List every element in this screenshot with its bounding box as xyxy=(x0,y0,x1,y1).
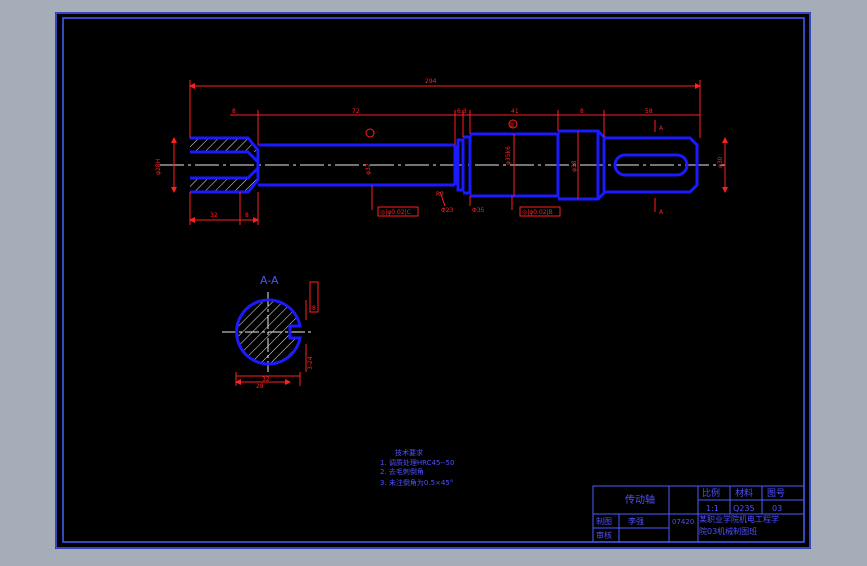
title-block: 传动轴 比例 材料 图号 1:1 Q235 03 制图 李强 审核 07420 … xyxy=(592,485,805,543)
checked-label: 审核 xyxy=(596,530,612,540)
dim-middle-diameter: φ35k6 xyxy=(505,146,512,165)
tolerance-frame-1: ◎|φ0.02|C xyxy=(380,209,411,216)
dim-middle: 41 xyxy=(511,108,519,115)
material-value: Q235 xyxy=(733,504,755,513)
dim-shaft-diameter: φ32 xyxy=(365,163,372,175)
dim-collar: 6.3 xyxy=(457,108,467,115)
section-key-width: 8 xyxy=(312,305,316,312)
bore-hatch-bottom xyxy=(190,178,258,192)
school-line-2: 院03机械制图班 xyxy=(699,526,757,536)
paper xyxy=(55,12,811,549)
shaft-main-view xyxy=(160,129,725,201)
section-view-a-a: A-A 8 32 28 3-24 xyxy=(222,274,319,390)
notes-line-3: 3. 未注倒角为0.5×45° xyxy=(380,478,453,487)
technical-notes: 技术要求 1. 调质处理HRC45--50 2. 去毛刺倒角 3. 未注倒角为0… xyxy=(380,448,454,487)
outer-frame xyxy=(55,12,811,549)
dimensions xyxy=(171,80,728,225)
bore-hatch-top xyxy=(190,138,258,152)
section-title: A-A xyxy=(260,274,279,287)
section-width-1: 32 xyxy=(262,376,270,383)
scale-label: 比例 xyxy=(702,487,720,499)
part-name: 传动轴 xyxy=(625,493,655,506)
drawing-no-label: 图号 xyxy=(767,488,785,499)
dim-groove-width: Φ23 xyxy=(441,207,454,214)
dim-fillet: R3 xyxy=(436,191,444,198)
shaft-body xyxy=(258,143,457,187)
scale-value: 1:1 xyxy=(706,504,719,513)
school-line-1: 某职业学院机电工程学 xyxy=(699,514,779,524)
section-depth: 3-24 xyxy=(307,356,314,370)
collar xyxy=(456,135,472,195)
notes-line-1: 1. 调质处理HRC45--50 xyxy=(380,458,454,467)
section-width-2: 28 xyxy=(256,383,264,390)
shoulder xyxy=(558,129,606,201)
notes-line-2: 2. 去毛刺倒角 xyxy=(380,467,424,476)
dim-overall: 294 xyxy=(425,78,437,85)
dim-groove-depth: Φ35 xyxy=(472,207,485,214)
dim-collar-diameter: φ38 xyxy=(571,160,578,172)
dim-right-step: 8 xyxy=(580,108,584,115)
section-mark-top: A xyxy=(659,125,664,132)
tolerance-frame-2: ◎|φ0.02|B xyxy=(522,209,553,216)
drawn-name: 李强 xyxy=(628,516,644,526)
dim-journal: 58 xyxy=(645,108,653,115)
inner-frame xyxy=(62,17,805,543)
notes-heading: 技术要求 xyxy=(395,448,423,457)
material-label: 材料 xyxy=(735,487,753,499)
drawn-label: 制图 xyxy=(596,516,612,526)
student-id: 07420 xyxy=(672,518,694,526)
dim-left-gap: 8 xyxy=(232,108,236,115)
dim-bore-depth: 32 xyxy=(210,212,218,219)
dim-shaft-length: 72 xyxy=(352,108,360,115)
left-head-outline xyxy=(190,136,260,194)
section-mark-bottom: A xyxy=(659,209,664,216)
drawing-no-value: 03 xyxy=(772,504,782,513)
dimension-text: 294 8 72 6.3 41 8 58 32 8 φ28H φ32 φ35k6… xyxy=(155,78,724,219)
dim-bore-offset: 8 xyxy=(245,212,249,219)
section-hatch xyxy=(235,298,302,366)
dim-bore-diameter: φ28H xyxy=(155,159,162,175)
journal xyxy=(604,136,699,194)
keyway xyxy=(613,153,689,177)
datum-b-label: B xyxy=(510,122,514,129)
tolerance-frames: ◎|φ0.02|C ◎|φ0.02|B xyxy=(377,206,561,217)
dim-journal-diameter: φ30 xyxy=(717,156,724,168)
